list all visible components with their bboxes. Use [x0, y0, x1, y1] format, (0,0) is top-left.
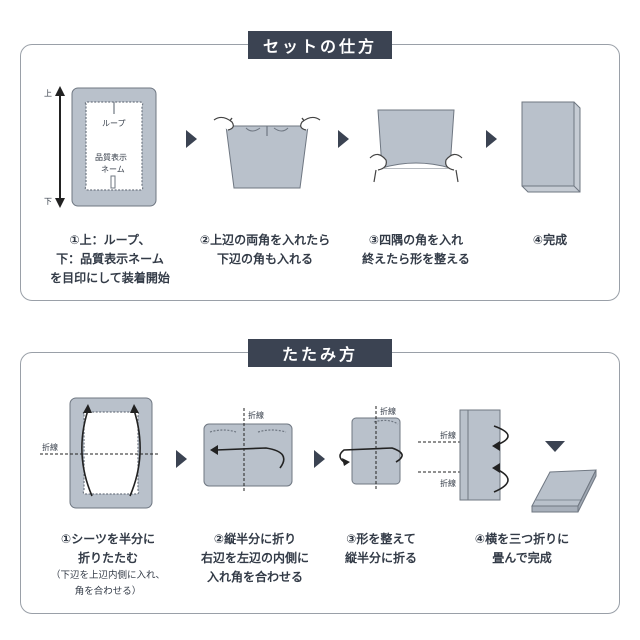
fold-section-title: たたみ方 [248, 339, 392, 367]
step-arrow-down [545, 441, 565, 452]
step-arrow [338, 130, 349, 148]
quality-label-2: ネーム [101, 165, 125, 174]
fold-line-label: 折線 [248, 410, 264, 420]
fold-step2-caption: ②縦半分に折り 右辺を左辺の内側に 入れ角を合わせる [200, 532, 309, 584]
fold-finished-illustration [528, 466, 600, 516]
set-step2-caption: ②上辺の両角を入れたら 下辺の角も入れる [199, 233, 331, 266]
set-step3-illustration [366, 106, 466, 184]
fold-step3-illustration: 折線 [334, 404, 414, 490]
fold-step4-illustration: 折線 折線 [418, 406, 526, 502]
step-arrow [186, 130, 197, 148]
step-arrow [486, 130, 497, 148]
bottom-label: 下 [44, 197, 52, 206]
set-step4-illustration [518, 100, 584, 194]
set-step3-caption: ③四隅の角を入れ 終えたら形を整える [362, 233, 470, 266]
fold-step4-caption: ④横を三つ折りに 畳んで完成 [474, 532, 570, 565]
quality-label-1: 品質表示 [95, 152, 127, 162]
fold-line-label: 折線 [42, 442, 58, 452]
fold-step3-caption: ③形を整えて 縦半分に折る [344, 532, 417, 565]
fold-line-label-lower: 折線 [440, 478, 456, 488]
loop-label: ループ [102, 119, 126, 128]
step-arrow [314, 450, 325, 468]
step-arrow [176, 450, 187, 468]
set-step4-caption: ④完成 [532, 233, 568, 247]
fold-line-label: 折線 [380, 406, 396, 416]
top-label: 上 [44, 89, 52, 98]
fold-step1-caption: ①シーツを半分に 折りたたむ （下辺を上辺内側に入れ、 角を合わせる） [50, 532, 166, 597]
set-step2-illustration [212, 108, 322, 190]
fold-step1-illustration: 折線 [40, 396, 158, 510]
set-section-title: セットの仕方 [248, 31, 392, 59]
fold-step2-illustration: 折線 [196, 406, 300, 492]
set-step1-caption: ①上：ループ、 下：品質表示ネーム を目印にして装着開始 [50, 233, 170, 285]
set-step1-illustration: 上 下 ループ 品質表示 ネーム [40, 84, 160, 210]
fold-line-label-upper: 折線 [440, 430, 456, 440]
